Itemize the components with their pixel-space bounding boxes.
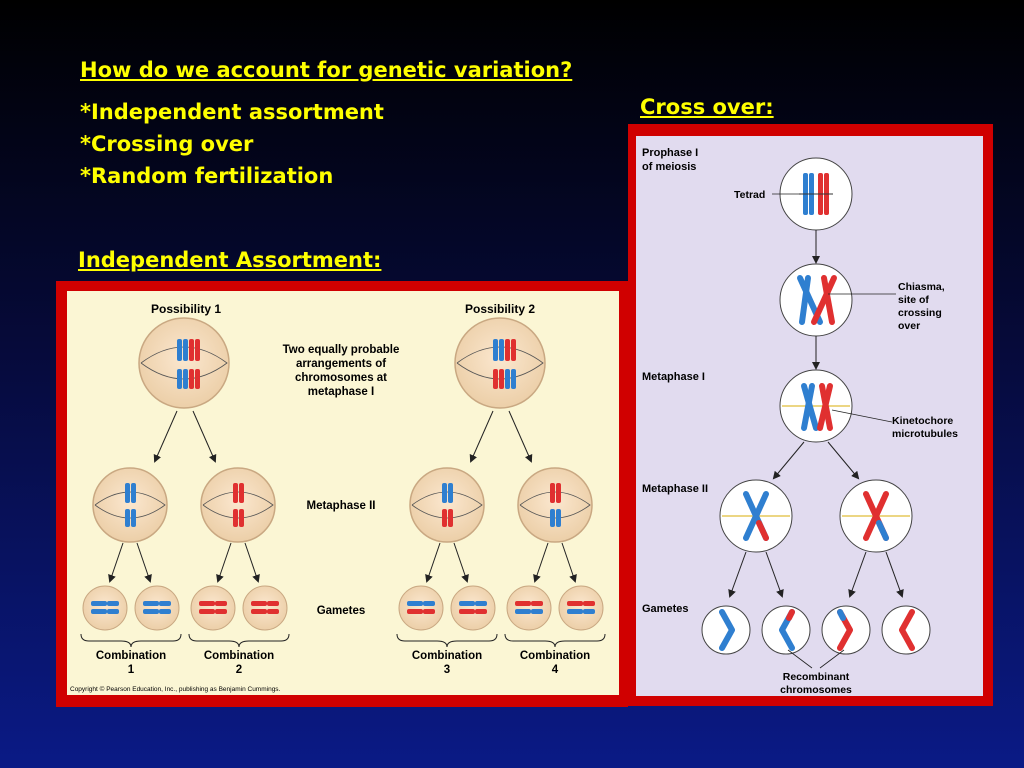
- gamete-2: [134, 585, 180, 631]
- independent-assortment-figure: Possibility 1 Possibility 2 Two equally …: [56, 281, 628, 707]
- svg-text:Recombinant: Recombinant: [783, 671, 850, 683]
- cross-over-heading: Cross over:: [640, 95, 774, 119]
- recombinant-pointers: [787, 649, 845, 669]
- svg-text:microtubules: microtubules: [892, 428, 958, 440]
- combination-4-label: Combination: [520, 650, 590, 662]
- arrows-metaphase-2: [108, 542, 577, 583]
- combination-2-label: Combination: [204, 650, 274, 662]
- co-gamete-4: [881, 605, 931, 655]
- gametes-label: Gametes: [642, 603, 688, 615]
- metaphase-2-cell-1: [92, 467, 168, 543]
- kinetochore-pointer: [831, 409, 893, 423]
- gamete-4: [242, 585, 288, 631]
- svg-text:metaphase I: metaphase I: [308, 386, 374, 398]
- combination-labels: Combination 1 Combination 2 Combination …: [96, 650, 590, 676]
- combination-2-number: 2: [236, 664, 242, 676]
- bullet-crossing-over: *Crossing over: [80, 132, 254, 156]
- slide-title: How do we account for genetic variation?: [80, 58, 573, 82]
- svg-text:Two equally probable: Two equally probable: [283, 344, 400, 356]
- svg-text:Prophase I: Prophase I: [642, 147, 698, 159]
- arrangement-note: Two equally probable arrangements of chr…: [283, 344, 400, 398]
- possibility-1-label: Possibility 1: [151, 302, 221, 316]
- svg-text:chromosomes: chromosomes: [780, 684, 852, 696]
- metaphase-1-label: Metaphase I: [642, 371, 705, 383]
- svg-text:site of: site of: [898, 294, 929, 306]
- metaphase-2-label: Metaphase II: [306, 500, 375, 512]
- gametes-row: [82, 585, 604, 631]
- svg-text:Chiasma,: Chiasma,: [898, 281, 945, 293]
- bullet-independent-assortment: *Independent assortment: [80, 100, 384, 124]
- co-gametes: [701, 605, 931, 655]
- metaphase-2-cell-3: [409, 467, 485, 543]
- chiasma-cell: [779, 263, 853, 337]
- gamete-5: [398, 585, 444, 631]
- tetrad-cell: [779, 157, 853, 231]
- arrows-metaphase-1: [153, 410, 533, 463]
- gamete-6: [450, 585, 496, 631]
- bullet-random-fertilization: *Random fertilization: [80, 164, 334, 188]
- recombinant-label: Recombinant chromosomes: [780, 671, 852, 696]
- metaphase-2-cell-right: [839, 479, 913, 553]
- arrows-to-metaphase-2: [772, 441, 860, 480]
- chiasma-label: Chiasma, site of crossing over: [898, 281, 945, 332]
- combination-1-number: 1: [128, 664, 135, 676]
- gametes-label: Gametes: [317, 605, 366, 617]
- arrows-to-gametes: [728, 551, 904, 598]
- combination-1-label: Combination: [96, 650, 166, 662]
- gamete-7: [506, 585, 552, 631]
- co-gamete-3: [821, 605, 871, 655]
- metaphase-1-cell: [779, 369, 853, 443]
- gamete-1: [82, 585, 128, 631]
- crossing-over-figure: Prophase I of meiosis Tetrad Chiasma, si…: [628, 124, 993, 706]
- metaphase-2-cell-4: [517, 467, 593, 543]
- copyright-text: Copyright © Pearson Education, Inc., pub…: [70, 685, 281, 693]
- combination-4-number: 4: [552, 664, 559, 676]
- bullet-list: *Independent assortment *Crossing over *…: [80, 96, 384, 192]
- svg-text:crossing: crossing: [898, 307, 942, 319]
- metaphase-2-cell-2: [200, 467, 276, 543]
- combination-3-number: 3: [444, 664, 450, 676]
- combination-3-label: Combination: [412, 650, 482, 662]
- possibility-2-label: Possibility 2: [465, 302, 535, 316]
- prophase-label: Prophase I of meiosis: [642, 147, 698, 173]
- gamete-8: [558, 585, 604, 631]
- co-gamete-1: [701, 605, 751, 655]
- co-gamete-2: [761, 605, 811, 655]
- metaphase-2-cell-left: [719, 479, 793, 553]
- svg-text:over: over: [898, 320, 920, 332]
- metaphase-1-cell-possibility-1: [138, 317, 230, 409]
- metaphase-2-label: Metaphase II: [642, 483, 708, 495]
- svg-text:arrangements of: arrangements of: [296, 358, 386, 370]
- tetrad-label: Tetrad: [734, 189, 765, 201]
- svg-text:Kinetochore: Kinetochore: [892, 415, 953, 427]
- svg-text:chromosomes at: chromosomes at: [295, 372, 387, 384]
- svg-text:of meiosis: of meiosis: [642, 161, 696, 173]
- kinetochore-label: Kinetochore microtubules: [892, 415, 958, 440]
- metaphase-1-cell-possibility-2: [454, 317, 546, 409]
- combination-brackets: [80, 633, 606, 648]
- gamete-3: [190, 585, 236, 631]
- independent-assortment-heading: Independent Assortment:: [78, 248, 382, 272]
